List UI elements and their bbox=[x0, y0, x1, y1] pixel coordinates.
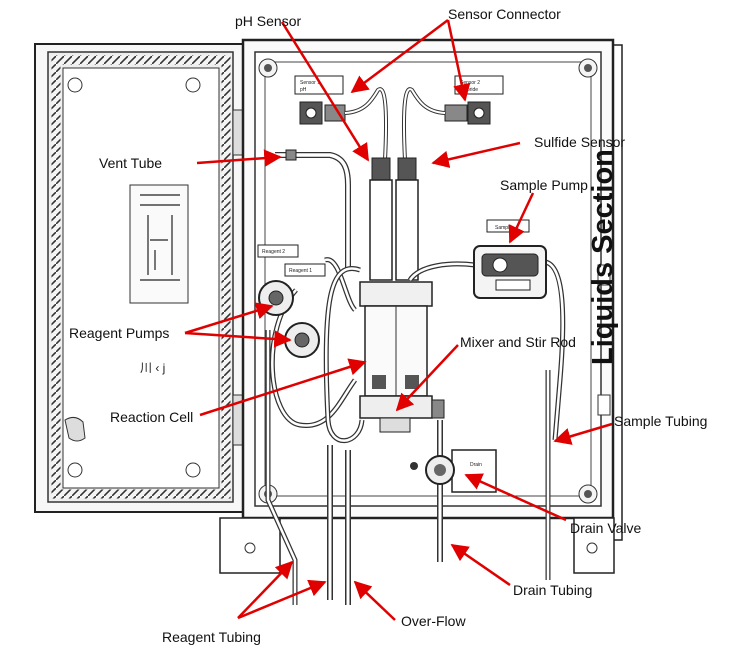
reagent-pump-group: Reagent 2 Reagent 1 bbox=[257, 244, 326, 358]
sample-pump-drawing: Sample bbox=[473, 219, 547, 299]
callout-sensor-connector: Sensor Connector bbox=[448, 6, 561, 22]
callout-reaction-cell: Reaction Cell bbox=[110, 409, 194, 425]
callout-reagent-pumps: Reagent Pumps bbox=[69, 325, 170, 341]
callout-drain-valve: Drain Valve bbox=[570, 520, 642, 536]
tubing bbox=[265, 149, 566, 605]
svg-text:川 ‹ j: 川 ‹ j bbox=[140, 361, 165, 375]
callout-mixer-stir-rod: Mixer and Stir Rod bbox=[460, 334, 576, 350]
section-title: Liquids Section bbox=[587, 149, 619, 365]
callout-reagent-tubing: Reagent Tubing bbox=[162, 629, 261, 645]
reagent1-label: Reagent 1 bbox=[289, 268, 312, 274]
sample-label: Sample bbox=[495, 225, 512, 231]
sensor1-sub-label: pH bbox=[300, 87, 307, 93]
drain-label: Drain bbox=[470, 462, 482, 468]
enclosure-door: 川 ‹ j bbox=[34, 43, 248, 513]
sensor1-label: Sensor 1 bbox=[300, 80, 320, 86]
callout-over-flow: Over-Flow bbox=[401, 613, 466, 629]
reaction-cell-drawing bbox=[359, 281, 445, 433]
callout-ph-sensor: pH Sensor bbox=[235, 13, 302, 29]
callout-vent-tube: Vent Tube bbox=[99, 155, 163, 171]
callout-sample-tubing: Sample Tubing bbox=[614, 413, 708, 429]
callout-arrows bbox=[184, 19, 613, 621]
sensors bbox=[369, 157, 419, 281]
enclosure-body bbox=[219, 38, 623, 574]
callout-sample-pump: Sample Pump bbox=[500, 177, 588, 193]
callout-sulfide-sensor: Sulfide Sensor bbox=[534, 134, 626, 150]
reagent2-label: Reagent 2 bbox=[262, 249, 285, 255]
callout-drain-tubing: Drain Tubing bbox=[513, 582, 593, 598]
